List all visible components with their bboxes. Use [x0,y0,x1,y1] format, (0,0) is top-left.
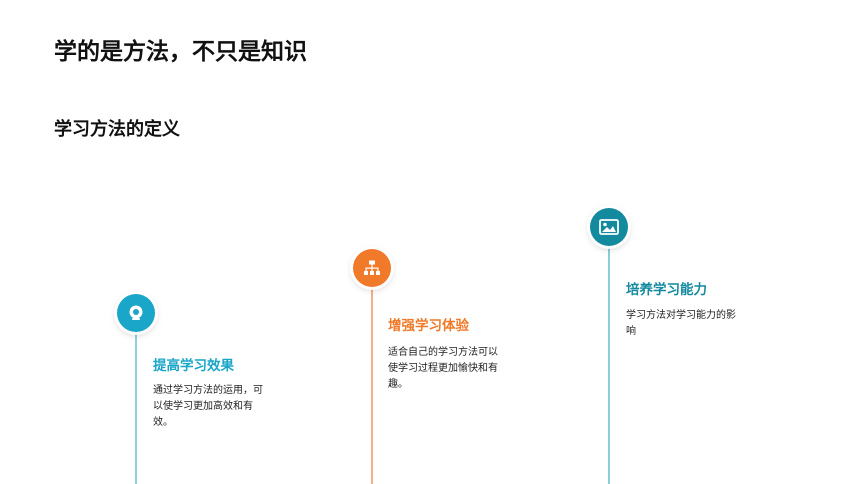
section-title: 学习方法的定义 [54,119,180,140]
image-icon [599,219,619,235]
timeline-line-1 [135,332,137,484]
timeline-item-title-1: 提高学习效果 [153,358,234,374]
timeline-item-desc-1: 通过学习方法的运用，可以使学习更加高效和有效。 [153,385,263,428]
timeline-item-title-3: 培养学习能力 [626,282,707,298]
timeline-node-2 [353,249,391,287]
timeline-node-1 [117,294,155,332]
timeline-line-2 [371,287,373,484]
timeline-line-3 [608,246,610,484]
page-title: 学的是方法，不只是知识 [54,39,307,65]
timeline-item-desc-2: 适合自己的学习方法可以使学习过程更加愉快和有趣。 [388,347,498,390]
timeline-node-3 [590,208,628,246]
webcam-icon [127,304,145,322]
timeline-item-title-2: 增强学习体验 [388,318,469,334]
timeline-item-desc-3: 学习方法对学习能力的影响 [626,310,736,337]
sitemap-icon [363,259,381,277]
